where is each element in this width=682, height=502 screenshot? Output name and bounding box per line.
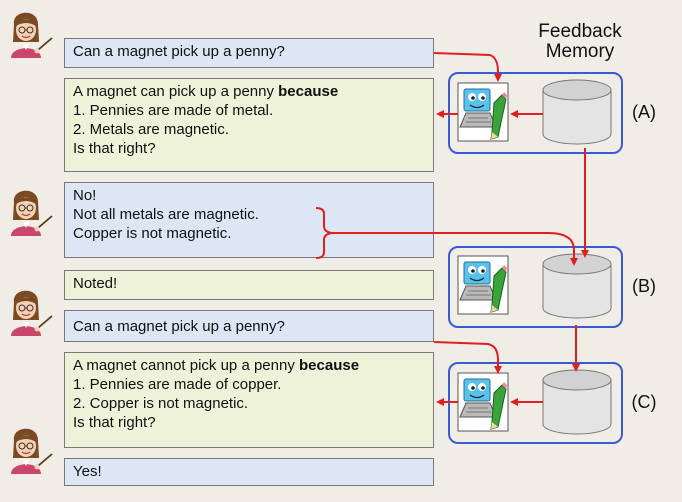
bot-answer-2-intro-line: A magnet cannot pick up a penny because <box>73 356 425 375</box>
bot-answer-1-intro: A magnet can pick up a penny <box>73 83 279 100</box>
bot-answer-2-question: Is that right? <box>73 414 156 431</box>
teacher-icon <box>10 11 53 59</box>
group-label-b: (B) <box>632 276 656 296</box>
arrow-question-to-robot-c <box>433 341 502 374</box>
memory-title-line-2: Memory <box>545 41 615 62</box>
user-confirm: Yes! <box>64 458 434 486</box>
group-label-c: (C) <box>631 392 657 412</box>
bot-answer-1: A magnet can pick up a penny because 1. … <box>64 78 434 172</box>
user-feedback-line-2: Not all metals are magnetic. <box>73 206 259 223</box>
bot-answer-1-reason-2: 2. Metals are magnetic. <box>73 121 229 138</box>
user-feedback-line-1: No! <box>73 187 97 204</box>
bot-answer-2: A magnet cannot pick up a penny because … <box>64 352 434 448</box>
user-confirm-text: Yes! <box>73 463 102 480</box>
database-cylinder-icon <box>542 79 612 145</box>
bot-answer-2-reason-2: 2. Copper is not magnetic. <box>73 395 249 412</box>
bot-noted: Noted! <box>64 270 434 300</box>
bot-answer-2-reason-1: 1. Pennies are made of copper. <box>73 376 282 393</box>
robot-laptop-icon <box>457 82 509 142</box>
user-feedback-line-3: Copper is not magnetic. <box>73 225 232 242</box>
memory-title: Feedback Memory <box>520 22 640 62</box>
feedback-brace <box>315 207 333 259</box>
teacher-icon <box>10 189 53 237</box>
bot-answer-1-intro-line: A magnet can pick up a penny because <box>73 82 425 101</box>
user-question-2: Can a magnet pick up a penny? <box>64 310 434 342</box>
database-cylinder-icon <box>542 369 612 435</box>
user-question-1-text: Can a magnet pick up a penny? <box>73 43 285 60</box>
robot-laptop-icon <box>457 372 509 432</box>
teacher-icon <box>10 289 53 337</box>
database-cylinder-icon <box>542 253 612 319</box>
arrow-question-to-robot-a <box>433 52 502 82</box>
bot-answer-2-intro: A magnet cannot pick up a penny <box>73 357 299 374</box>
robot-laptop-icon <box>457 255 509 315</box>
arrow-feedback-to-memory-b <box>332 232 578 266</box>
user-question-2-text: Can a magnet pick up a penny? <box>73 318 285 335</box>
teacher-icon <box>10 427 53 475</box>
bot-answer-2-keyword: because <box>299 357 360 374</box>
user-question-1: Can a magnet pick up a penny? <box>64 38 434 68</box>
user-feedback: No! Not all metals are magnetic. Copper … <box>64 182 434 258</box>
bot-noted-text: Noted! <box>73 275 118 292</box>
bot-answer-1-reason-1: 1. Pennies are made of metal. <box>73 102 274 119</box>
bot-answer-1-keyword: because <box>278 83 339 100</box>
group-label-a: (A) <box>632 102 656 122</box>
bot-answer-1-question: Is that right? <box>73 140 156 157</box>
memory-title-line-1: Feedback <box>538 21 622 42</box>
memory-group-b <box>448 246 623 328</box>
